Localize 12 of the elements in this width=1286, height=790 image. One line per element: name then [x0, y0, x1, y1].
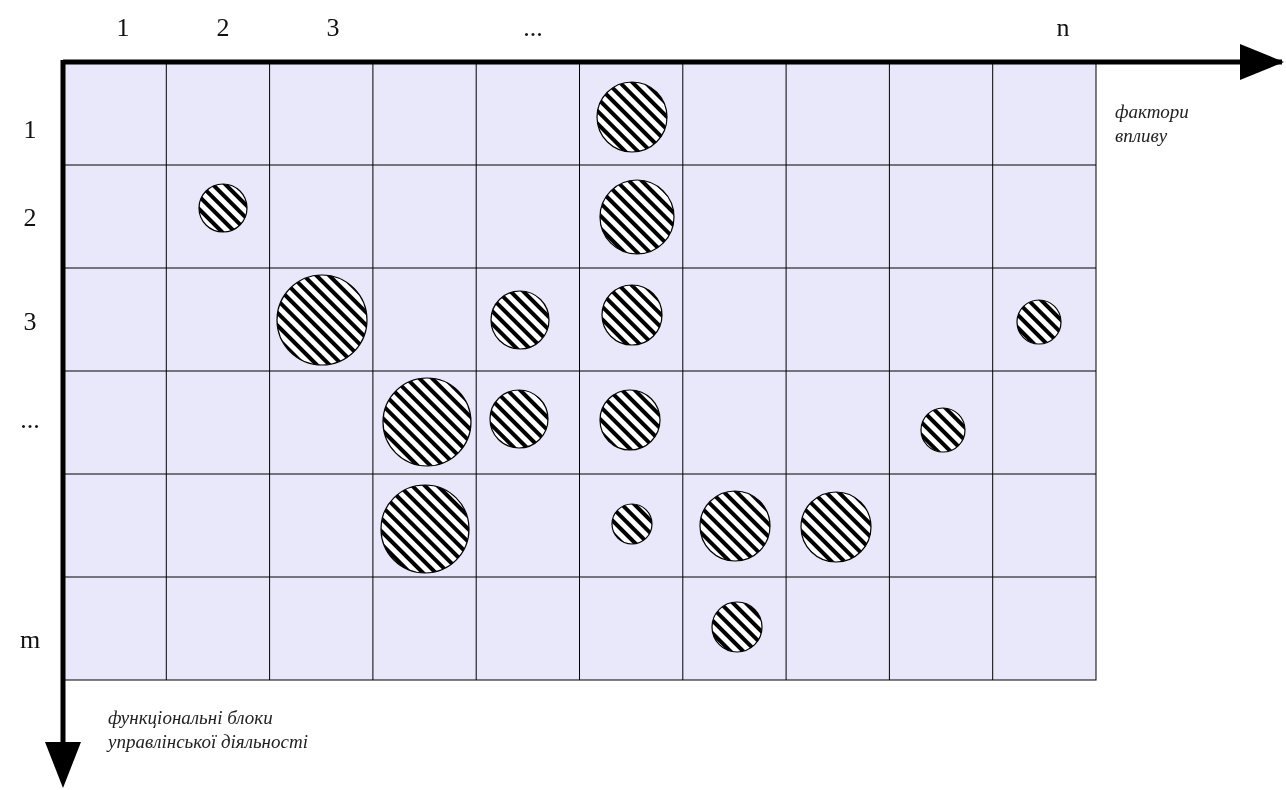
column-number: ...: [523, 15, 543, 41]
axis-label: функціональні блоки управлінської діяльності: [108, 706, 309, 754]
column-number: n: [1056, 15, 1070, 41]
row-number: 2: [23, 205, 37, 231]
row-number: 3: [23, 309, 37, 335]
column-number: 1: [116, 15, 130, 41]
column-number: 3: [326, 15, 340, 41]
row-number: ...: [20, 407, 40, 433]
column-number: 2: [216, 15, 230, 41]
row-number: m: [19, 627, 41, 653]
row-number: 1: [23, 117, 37, 143]
axis-label: фактори впливу: [1115, 100, 1190, 148]
